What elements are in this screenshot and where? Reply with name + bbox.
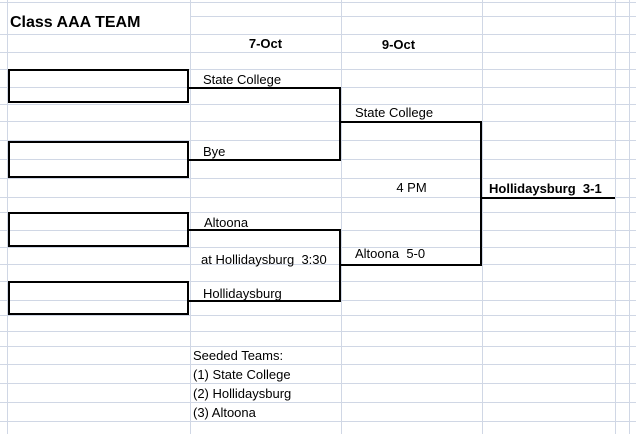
gridline-horizontal	[0, 315, 636, 316]
match-location-note[interactable]: at Hollidaysburg 3:30	[201, 252, 327, 267]
gridline-horizontal	[0, 421, 636, 422]
bracket-line-semi-bottom	[341, 264, 482, 266]
seeded-team-1[interactable]: (1) State College	[193, 367, 291, 382]
gridline-horizontal	[0, 104, 636, 105]
bracket-connector-bottom	[339, 229, 341, 302]
final-time[interactable]: 4 PM	[396, 180, 427, 195]
gridline-horizontal	[0, 69, 636, 70]
round1-team-3[interactable]: Altoona	[204, 215, 249, 230]
round2-date-header[interactable]: 9-Oct	[381, 37, 416, 52]
gridline-horizontal	[0, 264, 636, 265]
round1-date-header[interactable]: 7-Oct	[248, 36, 283, 51]
champion-label[interactable]: Hollidaysburg 3-1	[489, 181, 602, 196]
gridline-horizontal	[0, 247, 636, 248]
round1-team-1[interactable]: State College	[203, 72, 282, 87]
gridline-vertical	[190, 0, 191, 434]
seeded-teams-heading[interactable]: Seeded Teams:	[193, 348, 284, 363]
gridline-vertical	[629, 0, 630, 434]
gridline-vertical	[615, 0, 616, 434]
gridline-vertical	[482, 0, 483, 434]
gridline-horizontal	[0, 364, 636, 365]
gridline-horizontal	[0, 140, 636, 141]
gridline-vertical	[7, 0, 8, 434]
gridline-vertical	[341, 0, 342, 434]
semifinal-winner-top[interactable]: State College	[355, 105, 434, 120]
bracket-line-slot3	[188, 229, 341, 231]
gridline-horizontal	[0, 52, 636, 53]
bracket-line-champion	[481, 197, 615, 199]
seeded-team-2[interactable]: (2) Hollidaysburg	[193, 386, 292, 401]
gridline-horizontal	[0, 383, 636, 384]
gridline-horizontal	[0, 178, 636, 179]
round1-team-2[interactable]: Bye	[203, 144, 226, 159]
gridline-horizontal	[0, 212, 636, 213]
bracket-line-semi-top	[341, 121, 482, 123]
gridline-horizontal	[0, 121, 636, 122]
gridline-horizontal	[0, 402, 636, 403]
gridline-horizontal	[0, 331, 636, 332]
seeded-team-3[interactable]: (3) Altoona	[193, 405, 256, 420]
bracket-line-slot2	[188, 159, 341, 161]
bracket-line-slot4	[188, 300, 341, 302]
bracket-box-seed3[interactable]	[8, 212, 189, 247]
gridline-horizontal	[0, 197, 636, 198]
bracket-line-slot1	[188, 87, 341, 89]
gridline-horizontal	[0, 34, 636, 35]
bracket-connector-top	[339, 87, 341, 161]
bracket-box-seed2[interactable]	[8, 141, 189, 178]
gridline-horizontal	[0, 281, 636, 282]
bracket-box-seed1[interactable]	[8, 69, 189, 103]
gridline-horizontal	[190, 16, 636, 17]
semifinal-winner-bottom[interactable]: Altoona 5-0	[355, 246, 426, 261]
gridline-horizontal	[0, 346, 636, 347]
round1-team-4[interactable]: Hollidaysburg	[203, 286, 282, 301]
bracket-box-seed4[interactable]	[8, 281, 189, 315]
bracket-connector-final	[480, 121, 482, 266]
gridline-horizontal	[0, 2, 636, 3]
page-title[interactable]: Class AAA TEAM	[10, 14, 141, 31]
